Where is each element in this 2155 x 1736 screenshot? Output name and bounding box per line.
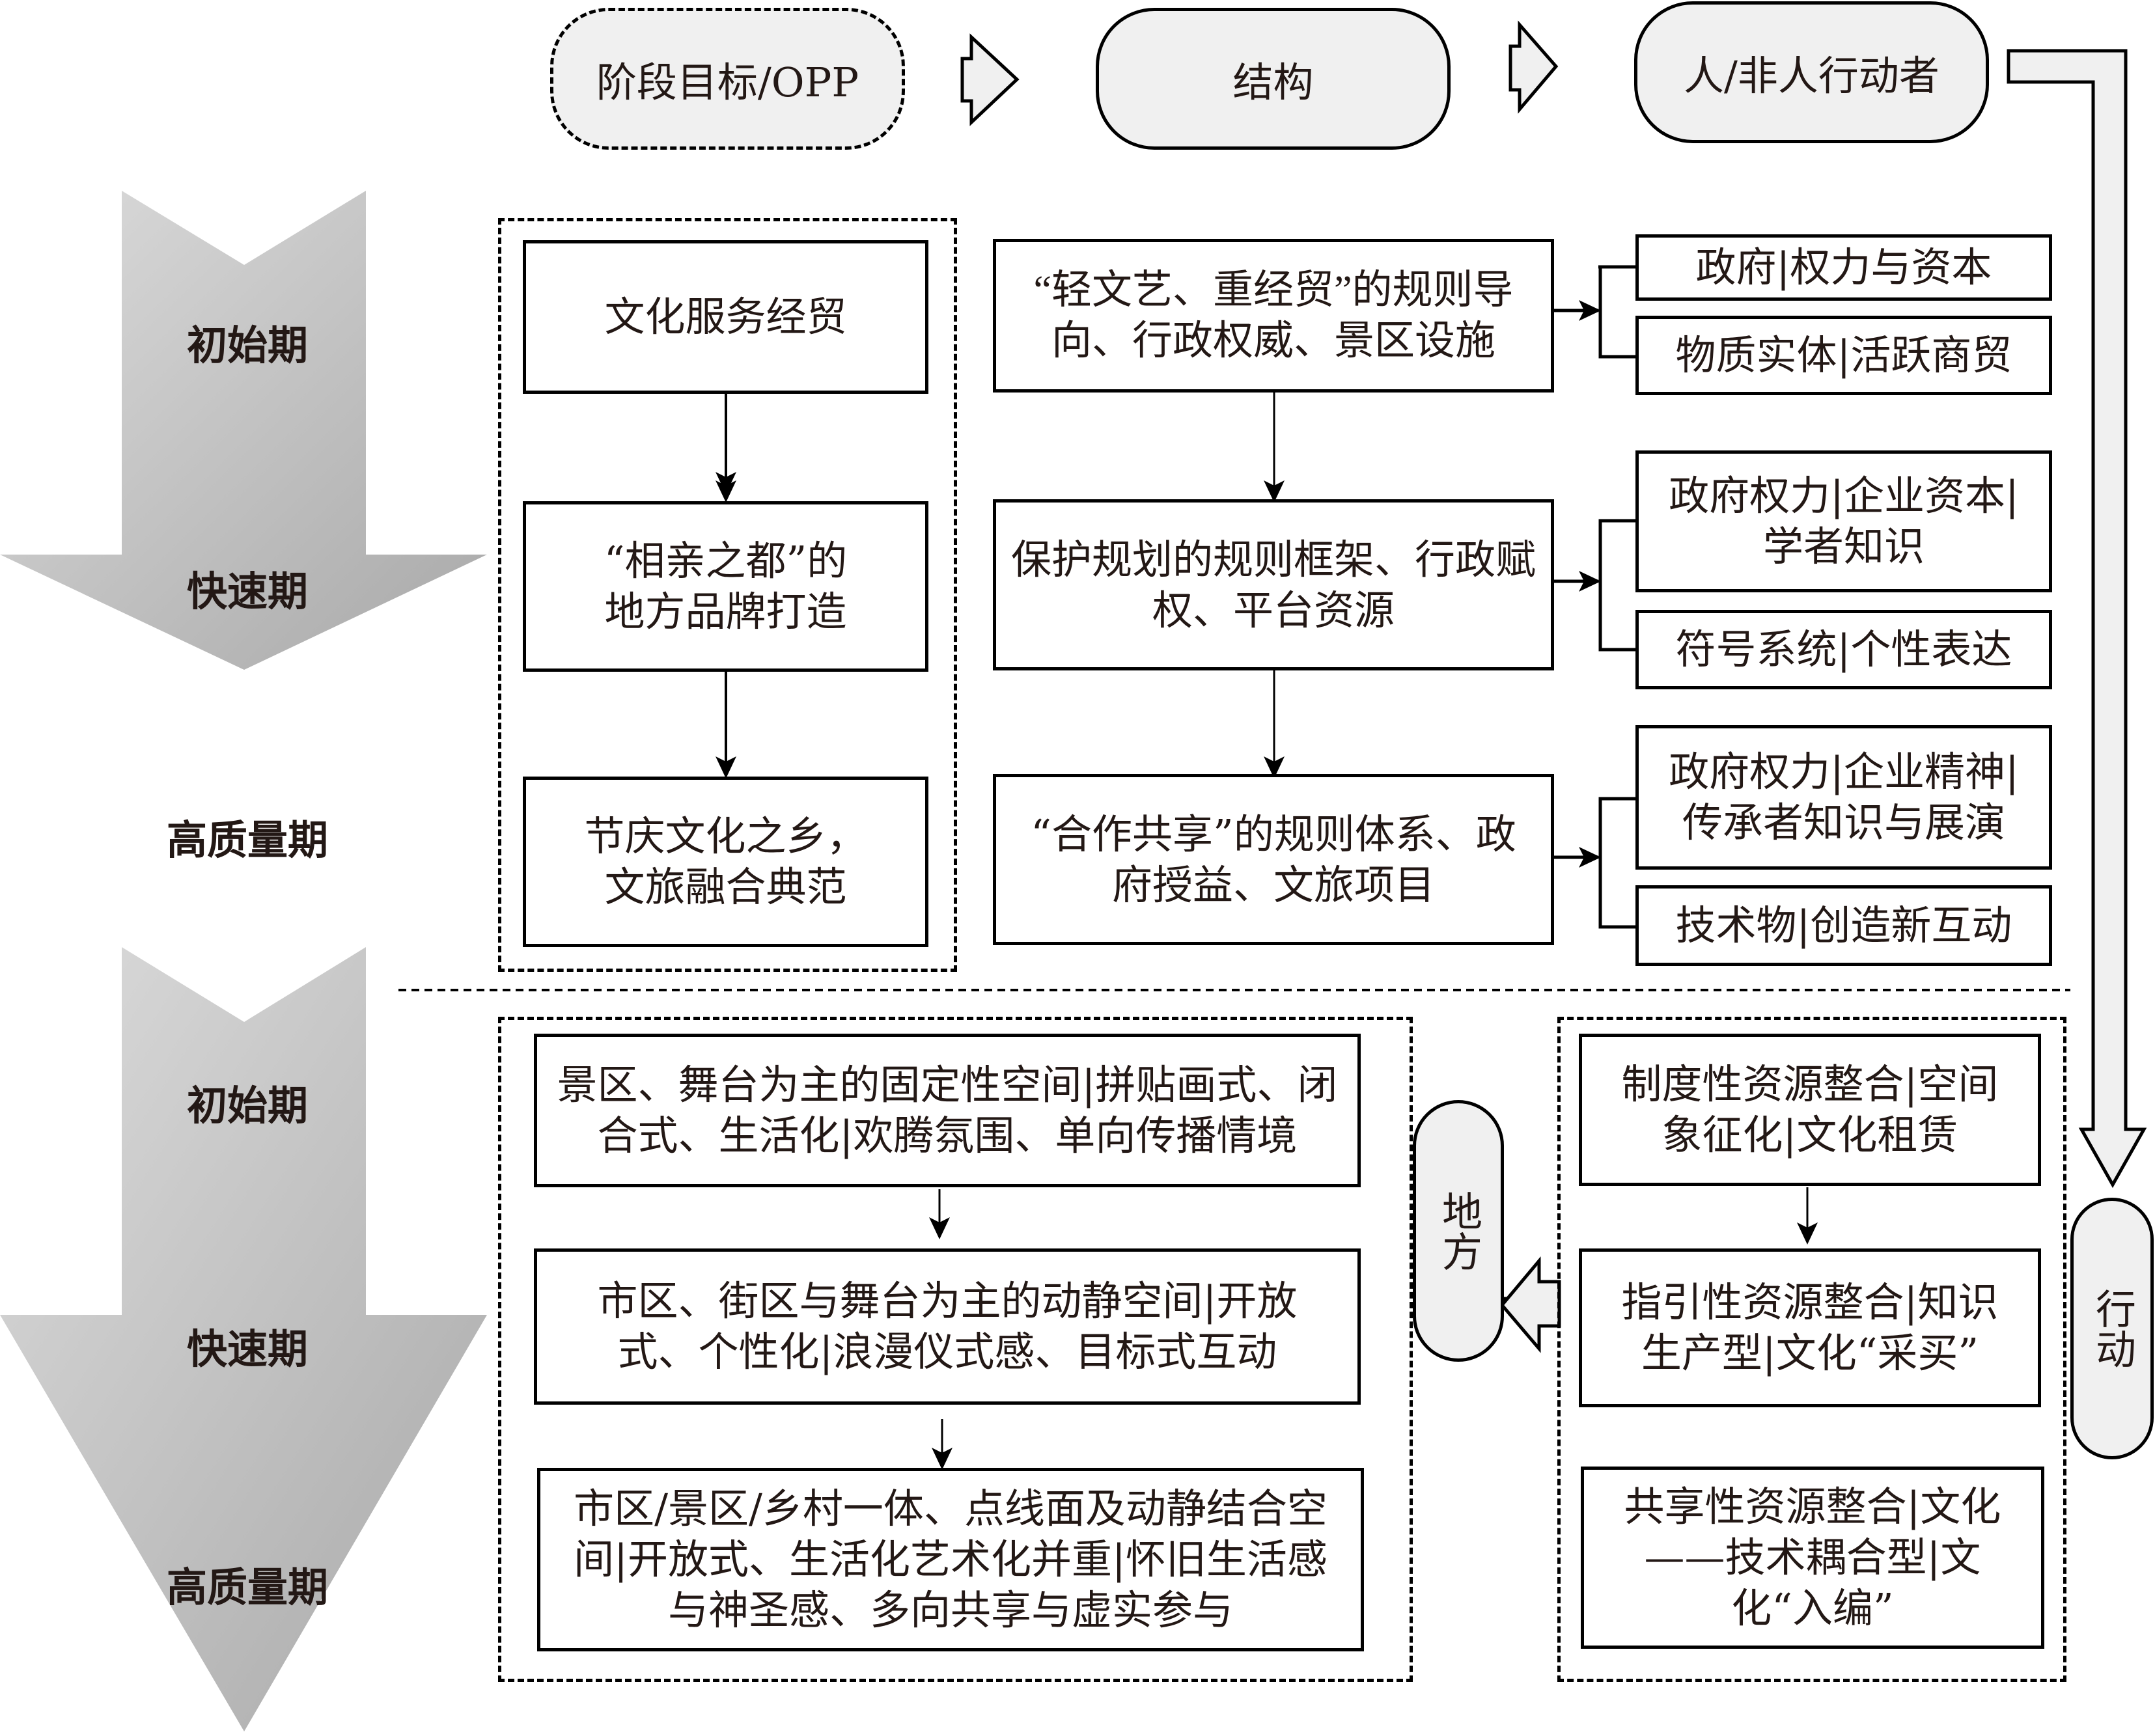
structure-text-rapid: 保护规划的规则框架、行政赋权、平台资源 bbox=[1010, 535, 1536, 634]
goal-box-rapid: “相亲之都”的地方品牌打造 bbox=[523, 501, 928, 672]
actor-box-2a: 政府权力|企业资本|学者知识 bbox=[1635, 450, 2052, 592]
actor-text-1a: 政府|权力与资本 bbox=[1695, 243, 1992, 291]
arrow-action-to-place-icon-2 bbox=[1499, 1256, 1561, 1353]
goal-box-quality: 节庆文化之乡，文旅融合典范 bbox=[523, 777, 928, 947]
goals-frame bbox=[498, 218, 957, 972]
place-pill: 地方 bbox=[1413, 1100, 1504, 1362]
action-text-rapid: 指引性资源整合|知识生产型|文化“采买” bbox=[1621, 1278, 1999, 1377]
actor-text-2b: 符号系统|个性表达 bbox=[1675, 626, 2012, 673]
goal-text-quality: 节庆文化之乡，文旅融合典范 bbox=[584, 812, 867, 911]
structure-box-quality: “合作共享”的规则体系、政府授益、文旅项目 bbox=[993, 774, 1554, 945]
place-text-rapid: 市区、街区与舞台为主的动静空间|开放式、个性化|浪漫仪式感、目标式互动 bbox=[597, 1277, 1298, 1375]
header-stage-goal-label: 阶段目标/OPP bbox=[596, 59, 859, 106]
bracket-1-lines bbox=[1598, 265, 1637, 359]
actor-text-3a: 政府权力|企业精神|传承者知识与展演 bbox=[1669, 748, 2019, 846]
stage-arrow-top bbox=[0, 191, 487, 670]
place-text-initial: 景区、舞台为主的固定性空间|拼贴画式、闭合式、生活化|欢腾氛围、单向传播情境 bbox=[557, 1061, 1338, 1159]
stage-label-top-initial: 初始期 bbox=[186, 322, 308, 369]
header-structure: 结构 bbox=[1096, 8, 1451, 150]
actor-text-2a: 政府权力|企业资本|学者知识 bbox=[1669, 472, 2019, 570]
stage-label-top-rapid: 快速期 bbox=[186, 568, 308, 615]
action-box-rapid: 指引性资源整合|知识生产型|文化“采买” bbox=[1579, 1248, 2041, 1407]
header-actors-label: 人/非人行动者 bbox=[1684, 52, 1940, 100]
structure-box-rapid: 保护规划的规则框架、行政赋权、平台资源 bbox=[993, 499, 1554, 670]
place-pill-label: 地方 bbox=[1435, 1191, 1482, 1271]
stage-label-bottom-initial: 初始期 bbox=[186, 1082, 308, 1129]
action-box-initial: 制度性资源整合|空间象征化|文化租赁 bbox=[1579, 1034, 2041, 1186]
actor-text-3b: 技术物|创造新互动 bbox=[1675, 902, 2012, 949]
places-frame bbox=[498, 1017, 1413, 1682]
structure-text-quality: “合作共享”的规则体系、政府授益、文旅项目 bbox=[1031, 810, 1516, 909]
actor-box-2b: 符号系统|个性表达 bbox=[1635, 610, 2052, 689]
arrow-structure-to-actors-icon bbox=[1508, 20, 1559, 114]
stage-arrow-bottom bbox=[0, 947, 487, 1731]
goal-text-initial: 文化服务经贸 bbox=[604, 293, 847, 340]
stage-label-bottom-quality: 高质量期 bbox=[166, 1564, 328, 1611]
bracket-3-lines bbox=[1598, 797, 1637, 929]
place-box-rapid: 市区、街区与舞台为主的动静空间|开放式、个性化|浪漫仪式感、目标式互动 bbox=[534, 1248, 1361, 1405]
arrow-actors-to-action-icon bbox=[2007, 49, 2147, 1189]
action-pill-label: 行动 bbox=[2089, 1288, 2136, 1369]
header-structure-label: 结构 bbox=[1232, 59, 1314, 106]
place-text-quality: 市区/景区/乡村一体、点线面及动静结合空间|开放式、生活化艺术化并重|怀旧生活感… bbox=[574, 1485, 1328, 1634]
goal-box-initial: 文化服务经贸 bbox=[523, 240, 928, 394]
structure-box-initial: “轻文艺、重经贸”的规则导向、行政权威、景区设施 bbox=[993, 239, 1554, 393]
stage-label-top-quality: 高质量期 bbox=[166, 816, 328, 864]
bracket-2-lines bbox=[1598, 519, 1637, 652]
header-stage-goal: 阶段目标/OPP bbox=[550, 8, 905, 150]
actor-box-3a: 政府权力|企业精神|传承者知识与展演 bbox=[1635, 725, 2052, 870]
place-box-initial: 景区、舞台为主的固定性空间|拼贴画式、闭合式、生活化|欢腾氛围、单向传播情境 bbox=[534, 1034, 1361, 1187]
place-box-quality: 市区/景区/乡村一体、点线面及动静结合空间|开放式、生活化艺术化并重|怀旧生活感… bbox=[537, 1468, 1364, 1651]
actor-box-1a: 政府|权力与资本 bbox=[1635, 234, 2052, 301]
arrow-goal-to-structure-icon bbox=[960, 33, 1020, 126]
header-actors: 人/非人行动者 bbox=[1634, 1, 1989, 143]
action-text-quality: 共享性资源整合|文化——技术耦合型|文化“入编” bbox=[1624, 1483, 2001, 1632]
action-text-initial: 制度性资源整合|空间象征化|文化租赁 bbox=[1621, 1060, 1999, 1159]
action-pill: 行动 bbox=[2070, 1198, 2154, 1459]
action-box-quality: 共享性资源整合|文化——技术耦合型|文化“入编” bbox=[1581, 1467, 2044, 1649]
actor-box-1b: 物质实体|活跃商贸 bbox=[1635, 316, 2052, 395]
goal-text-rapid: “相亲之都”的地方品牌打造 bbox=[604, 537, 848, 635]
actor-box-3b: 技术物|创造新互动 bbox=[1635, 885, 2052, 966]
actor-text-1b: 物质实体|活跃商贸 bbox=[1675, 331, 2012, 379]
actions-frame bbox=[1557, 1017, 2066, 1682]
structure-text-initial: “轻文艺、重经贸”的规则导向、行政权威、景区设施 bbox=[1033, 268, 1514, 363]
stage-label-bottom-rapid: 快速期 bbox=[186, 1325, 308, 1373]
